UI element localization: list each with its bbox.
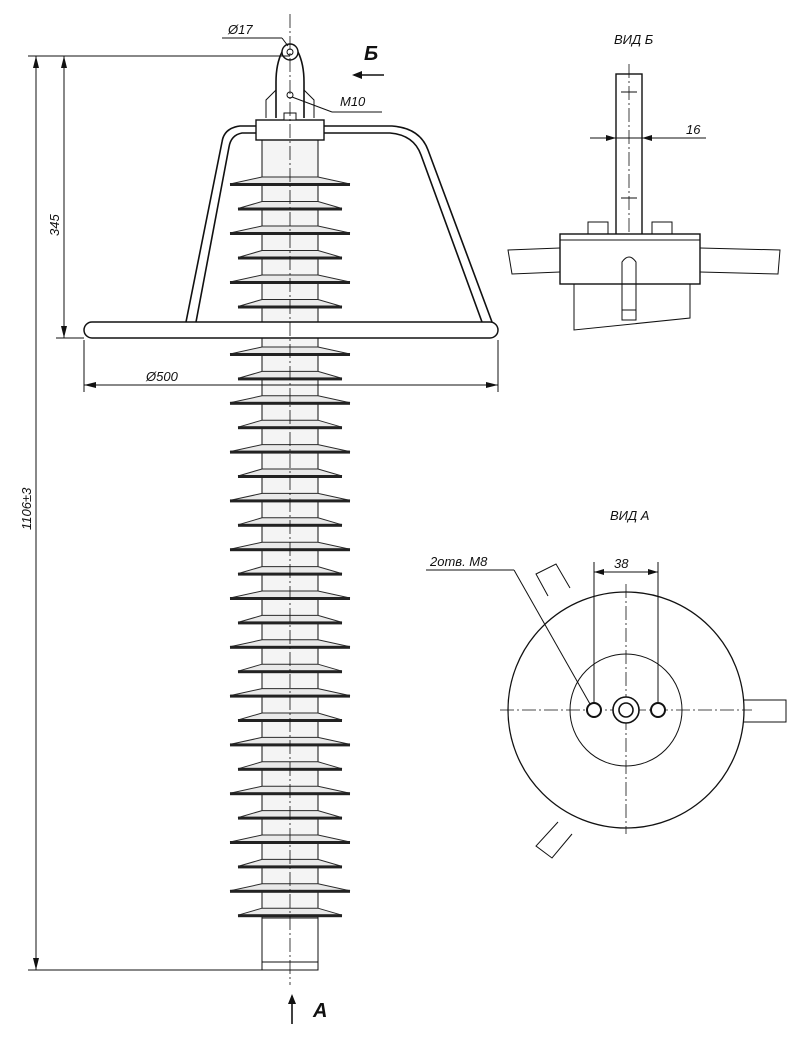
view-b: ВИД Б 16: [507, 32, 781, 331]
dim-m10: M10: [340, 94, 366, 109]
shed-rim: [238, 865, 342, 869]
dim-diameter-17: Ø17: [227, 22, 253, 37]
shed-rim: [230, 232, 350, 235]
dimensions-main: Ø17 M10 Б 1106±3 345 Ø500 А: [19, 22, 499, 1024]
shed-rim: [230, 889, 350, 893]
shed-rim: [230, 401, 350, 405]
shed-rim: [230, 450, 350, 454]
shed-rim: [238, 621, 342, 625]
dim-total-height: 1106±3: [19, 487, 34, 530]
view-a: ВИД А 38 2отв. М8: [426, 508, 787, 859]
dim-ring-diameter: Ø500: [145, 369, 179, 384]
holes-callout: 2отв. М8: [429, 554, 488, 569]
view-a-marker: А: [312, 1000, 327, 1022]
shed-rim: [238, 670, 342, 674]
shed-rim: [238, 914, 342, 918]
view-a-title: ВИД А: [610, 508, 649, 523]
view-b-marker: Б: [364, 43, 378, 65]
view-b-title: ВИД Б: [614, 32, 654, 47]
dim-16: 16: [686, 122, 701, 137]
shed-rim: [230, 183, 350, 186]
dim-345: 345: [47, 214, 62, 236]
dim-38: 38: [614, 556, 629, 571]
grading-ring: [83, 125, 499, 339]
hole-right: [650, 702, 666, 718]
insulator-main-view: [83, 14, 499, 985]
shed-rim: [230, 841, 350, 844]
hole-left: [586, 702, 602, 718]
